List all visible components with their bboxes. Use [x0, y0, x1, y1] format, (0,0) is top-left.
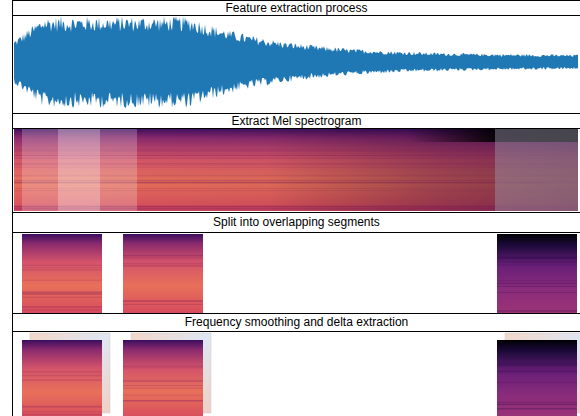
process-band: Frequency smoothing and delta extraction [12, 313, 580, 416]
band-header: Extract Mel spectrogram [13, 114, 580, 129]
band-header: Frequency smoothing and delta extraction [13, 314, 580, 332]
band-header: Split into overlapping segments [13, 213, 580, 233]
band-title: Split into overlapping segments [213, 216, 380, 229]
band-header: Feature extraction process [13, 1, 580, 16]
process-band: Split into overlapping segments [12, 212, 580, 314]
band-title: Frequency smoothing and delta extraction [185, 316, 408, 329]
band-title: Feature extraction process [225, 2, 367, 15]
process-band: Extract Mel spectrogram [12, 113, 580, 213]
band-title: Extract Mel spectrogram [231, 115, 361, 128]
process-band: Feature extraction process [12, 0, 580, 114]
